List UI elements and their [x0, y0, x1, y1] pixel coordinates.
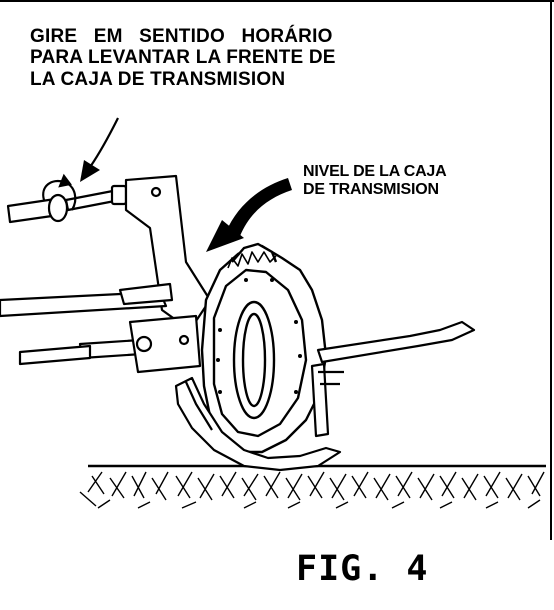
gearbox-level-line-1: NIVEL DE LA CAJA: [303, 163, 447, 180]
turn-instruction-line-1: GIRE EM SENTIDO HORÁRIO: [30, 26, 333, 47]
pointer-arrow-icon: [80, 117, 119, 182]
depth-stake: [310, 320, 476, 438]
gearbox-housing: [200, 242, 328, 454]
gearbox-level-line-2: DE TRANSMISION: [303, 180, 439, 198]
tine-shield: [174, 376, 342, 472]
right-border-line: [550, 0, 552, 540]
level-pointer-arrow-icon: [206, 178, 292, 252]
tiller-frame: [0, 174, 212, 374]
turn-instruction-line-2: PARA LEVANTAR LA FRENTE DE: [30, 47, 336, 69]
curved-rotation-arrow-icon: [42, 173, 77, 211]
gearbox-level-label: NIVEL DE LA CAJA DE TRANSMISION: [303, 163, 447, 199]
figure-caption: FIG. 4: [296, 549, 429, 589]
turn-instruction-line-3: LA CAJA DE TRANSMISION: [30, 68, 286, 90]
turn-instruction-label: GIRE EM SENTIDO HORÁRIO PARA LEVANTAR LA…: [30, 26, 336, 90]
ground: [79, 464, 546, 509]
top-border-line: [0, 0, 554, 2]
